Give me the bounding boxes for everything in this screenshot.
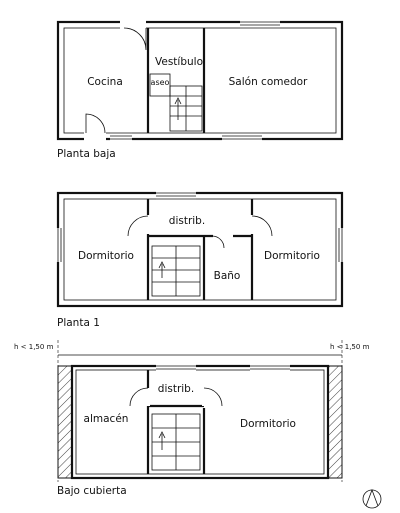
ground-stair — [169, 85, 203, 132]
attic-low-height-left — [57, 365, 73, 479]
ground-floor-title: Planta baja — [57, 148, 116, 160]
first-bedroom-left-label: Dormitorio — [78, 250, 134, 262]
attic-height-right: h < 1,50 m — [330, 343, 370, 351]
first-floor-plan: distrib. Dormitorio Baño Dormitorio Plan… — [56, 191, 344, 329]
first-stair — [151, 245, 201, 297]
attic-landing-label: distrib. — [158, 383, 194, 395]
attic-bedroom-label: Dormitorio — [240, 418, 296, 430]
attic-height-left: h < 1,50 m — [14, 343, 54, 351]
storage-label: almacén — [84, 413, 129, 425]
ground-floor-plan: Cocina Vestíbulo aseo Salón comedor Plan… — [56, 20, 344, 160]
north-arrow-icon — [362, 488, 382, 509]
attic-stair — [151, 413, 201, 471]
living-label: Salón comedor — [229, 76, 308, 88]
ground-outer-wall — [56, 20, 344, 141]
first-landing-label: distrib. — [169, 215, 205, 227]
first-floor-title: Planta 1 — [57, 317, 100, 329]
attic-plan: h < 1,50 m h < 1,50 m d — [14, 340, 370, 497]
kitchen-door-swing — [85, 113, 106, 134]
bath-label: Baño — [214, 270, 241, 282]
attic-title: Bajo cubierta — [57, 485, 127, 497]
kitchen-label: Cocina — [87, 76, 123, 88]
entrance-door-swing — [123, 27, 147, 51]
first-bedroom-right-label: Dormitorio — [264, 250, 320, 262]
attic-low-height-right — [327, 365, 343, 479]
toilet-label: aseo — [151, 78, 170, 87]
attic-outer-wall — [70, 364, 330, 480]
hall-label: Vestíbulo — [155, 56, 203, 68]
